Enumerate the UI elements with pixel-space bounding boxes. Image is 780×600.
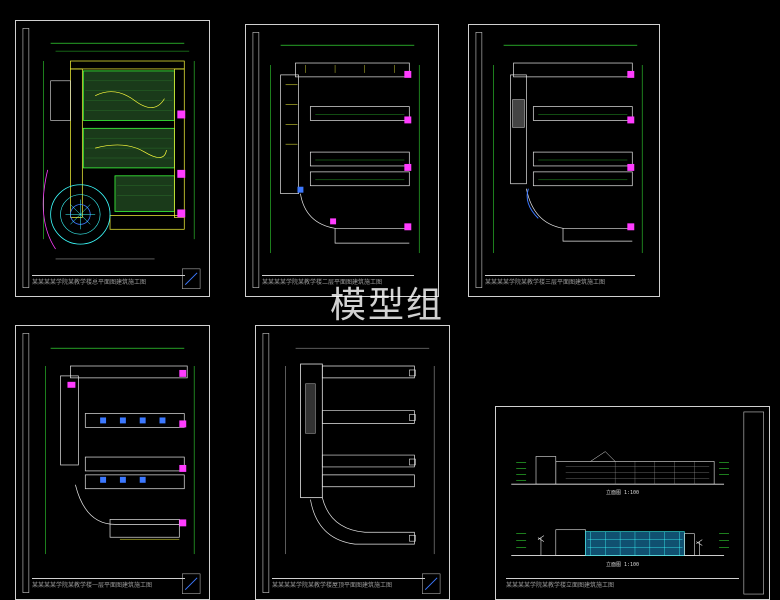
drawing-sheet-elevations[interactable]: 立面图 1:100 立面图 1:100 某某某某学院某教学楼立面图建筑施工图 xyxy=(495,406,770,600)
sheet-caption: 某某某某学院某教学楼立面图建筑施工图 xyxy=(506,578,739,593)
site-plan-drawing xyxy=(22,28,201,289)
sheet-caption: 某某某某学院某教学楼三层平面图建筑施工图 xyxy=(485,275,635,290)
floor-plan-1-drawing xyxy=(22,333,201,594)
watermark-text: 模型组 xyxy=(330,285,445,326)
elevations-drawing xyxy=(511,411,764,595)
drawing-sheet-floor-plan-3[interactable]: 某某某某学院某教学楼三层平面图建筑施工图 xyxy=(468,24,660,297)
drawing-sheet-roof-plan[interactable]: 某某某某学院某教学楼屋顶平面图建筑施工图 xyxy=(255,325,450,600)
sheet-caption: 某某某某学院某教学楼总平面图建筑施工图 xyxy=(32,275,185,290)
bottom-elevation-label: 立面图 1:100 xyxy=(606,562,640,568)
drawing-sheet-site-plan[interactable]: 某某某某学院某教学楼总平面图建筑施工图 xyxy=(15,20,210,297)
floor-plan-3-drawing xyxy=(475,32,643,288)
top-elevation-label: 立面图 1:100 xyxy=(606,490,640,496)
sheet-caption: 某某某某学院某教学楼一层平面图建筑施工图 xyxy=(32,578,185,593)
roof-plan-drawing xyxy=(262,333,441,594)
sheet-caption: 某某某某学院某教学楼屋顶平面图建筑施工图 xyxy=(272,578,425,593)
drawing-sheet-floor-plan-2[interactable]: 某某某某学院某教学楼二层平面图建筑施工图 xyxy=(245,24,439,297)
sheet-caption: 某某某某学院某教学楼二层平面图建筑施工图 xyxy=(262,275,414,290)
drawing-sheet-floor-plan-1[interactable]: 某某某某学院某教学楼一层平面图建筑施工图 xyxy=(15,325,210,600)
floor-plan-2-drawing xyxy=(252,32,420,288)
